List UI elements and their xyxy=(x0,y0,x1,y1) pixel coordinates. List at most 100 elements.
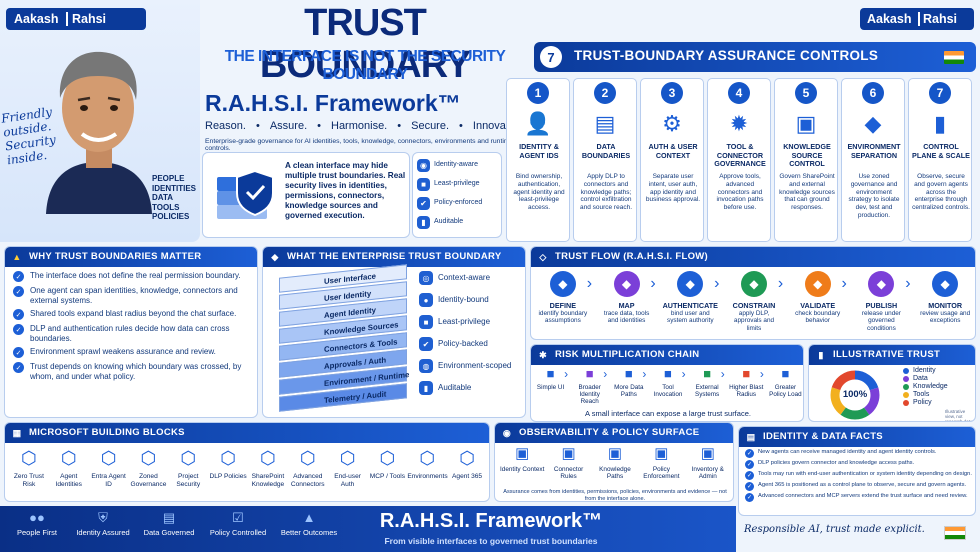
legend-label: Identity xyxy=(913,367,936,374)
control-title: TOOL & CONNECTOR GOVERNANCE xyxy=(714,142,766,168)
hero-panel: Aakash Rahsi Friendly outside. Security … xyxy=(0,0,200,242)
block-label: Entra Agent ID xyxy=(91,473,126,488)
observe-item: ▣Knowledge Paths xyxy=(592,445,638,489)
control-title: AUTH & USER CONTEXT xyxy=(648,142,698,160)
control-title: KNOWLEDGE SOURCE CONTROL xyxy=(783,142,831,168)
list-item: ✓Tools may run with end-user authenticat… xyxy=(745,471,972,480)
list-item: ✓Trust depends on knowing which boundary… xyxy=(13,362,253,381)
legend-swatch xyxy=(903,375,909,382)
block-label: MCP / Tools xyxy=(369,473,406,480)
risk-step-icon: ■ xyxy=(546,366,555,381)
footer-items: ●●People First ⛨Identity Assured ▤Data G… xyxy=(4,510,344,550)
fingerprint-icon: ◉ xyxy=(417,159,430,172)
observe-icon: ▣ xyxy=(515,445,530,462)
core-text: A clean interface may hide multiple trus… xyxy=(285,161,406,220)
observe-label: Inventory & Admin xyxy=(691,466,724,481)
india-flag-icon xyxy=(944,526,966,540)
includes-header: ◆WHAT THE ENTERPRISE TRUST BOUNDARY INCL… xyxy=(263,247,525,282)
block-label: SharePoint Knowledge xyxy=(251,473,285,488)
flow-step-icon: ◆ xyxy=(677,271,704,297)
flow-step-icon: ◆ xyxy=(804,271,831,297)
footer-subtitle: From visible interfaces to governed trus… xyxy=(384,536,598,546)
flow-step-title: MAP xyxy=(618,301,635,310)
risk-step-label: Tool Invocation xyxy=(653,384,683,399)
footer-motto: Responsible AI, trust made explicit. xyxy=(744,524,925,535)
check-icon: ✓ xyxy=(13,324,24,335)
layer-labels: PEOPLE IDENTITIES DATA TOOLS POLICIES xyxy=(152,174,197,221)
tag-environment-scoped: ◍Environment-scoped xyxy=(419,359,523,373)
core-boundary-card: A clean interface may hide multiple trus… xyxy=(202,152,410,238)
block-icon: ⬡ xyxy=(299,448,316,468)
donut-slice xyxy=(830,370,880,420)
identity-icon: ● xyxy=(419,293,433,307)
observe-label: Connector Rules xyxy=(553,466,584,481)
observe-icon: ▣ xyxy=(654,445,669,462)
control-number: 5 xyxy=(795,82,817,104)
badge-auditable: ▮Auditable xyxy=(417,216,497,229)
surface-header: ▮ILLUSTRATIVE TRUST SURFACE xyxy=(809,345,975,380)
risk-step-icon: ■ xyxy=(742,366,751,381)
observe-item: ▣Connector Rules xyxy=(545,445,591,489)
control-desc: Govern SharePoint and external knowledge… xyxy=(779,173,835,212)
bar-chart-icon: ▮ xyxy=(933,111,947,136)
risk-steps: ■›Simple UI■›Broader Identity Reach■›Mor… xyxy=(531,366,803,409)
tag-auditable: ▮Auditable xyxy=(419,381,523,395)
share-icon: ◇ xyxy=(539,252,547,262)
block-label: Zero Trust Risk xyxy=(13,473,44,488)
block-icon: ⬡ xyxy=(459,448,475,468)
block-icon: ⬡ xyxy=(260,448,276,468)
network-icon: ✱ xyxy=(539,350,547,360)
block-label: End-user Auth xyxy=(334,473,361,488)
arrow-right-icon: › xyxy=(564,367,569,381)
building-block: ⬡MCP / Tools xyxy=(368,445,408,501)
legend-label: Tools xyxy=(913,391,930,398)
block-icon: ⬡ xyxy=(220,448,236,468)
building-block: ⬡Zoned Governance xyxy=(129,445,169,501)
surface-center-value: 100% xyxy=(842,389,868,400)
includes-card: ◆WHAT THE ENTERPRISE TRUST BOUNDARY INCL… xyxy=(262,246,526,418)
risk-step-icon: ■ xyxy=(585,366,594,381)
block-label: Advanced Connectors xyxy=(290,473,325,488)
flow-step-title: MONITOR xyxy=(928,301,963,310)
control-number: 3 xyxy=(661,82,683,104)
control-desc: Separate user intent, user auth, app ide… xyxy=(645,173,701,204)
flow-step-desc: bind user and system authority xyxy=(667,310,714,325)
tag-policy-backed: ✔Policy-backed xyxy=(419,337,523,351)
footer-item-outcomes: ▲Better Outcomes xyxy=(274,510,344,550)
footer-item-data: ▤Data Governed xyxy=(136,510,202,550)
list-item: ✓DLP and authentication rules decide how… xyxy=(13,324,253,343)
flow-step-icon: ◆ xyxy=(868,271,895,297)
risk-note: A small interface can expose a large tru… xyxy=(585,409,751,418)
flow-step-title: CONSTRAIN xyxy=(732,301,776,310)
tag-least-privilege: ■Least-privilege xyxy=(419,315,523,329)
building-block: ⬡Agent Identities xyxy=(49,445,89,501)
policy-shield-icon: ✔ xyxy=(417,197,430,210)
flow-step-desc: apply DLP, approvals and limits xyxy=(733,310,775,332)
donut-slice xyxy=(830,370,880,420)
donut-slice xyxy=(830,370,880,420)
legend-label: Knowledge xyxy=(913,383,948,390)
risk-step-label: More Data Paths xyxy=(614,384,644,399)
check-icon: ✓ xyxy=(13,347,24,358)
legend-label: Data xyxy=(913,375,928,382)
observe-label: Policy Enforcement xyxy=(643,466,680,481)
legend-item: Policy xyxy=(903,399,973,406)
page-title: TRUST BOUNDARY xyxy=(259,2,471,86)
arrow-right-icon: › xyxy=(905,275,911,292)
hero-slogan: Friendly outside. Security inside. xyxy=(0,104,57,168)
why-header: ▲WHY TRUST BOUNDARIES MATTER xyxy=(5,247,257,267)
legend-swatch xyxy=(903,367,909,374)
control-desc: Bind ownership, authentication, agent id… xyxy=(513,173,565,212)
shield-icon: ⛨ xyxy=(98,510,108,525)
layers-icon: ◆ xyxy=(271,252,279,262)
controls-header: 7 TRUST-BOUNDARY ASSURANCE CONTROLS xyxy=(534,42,976,72)
facts-card: ▤IDENTITY & DATA FACTS ✓New agents can r… xyxy=(738,426,976,516)
